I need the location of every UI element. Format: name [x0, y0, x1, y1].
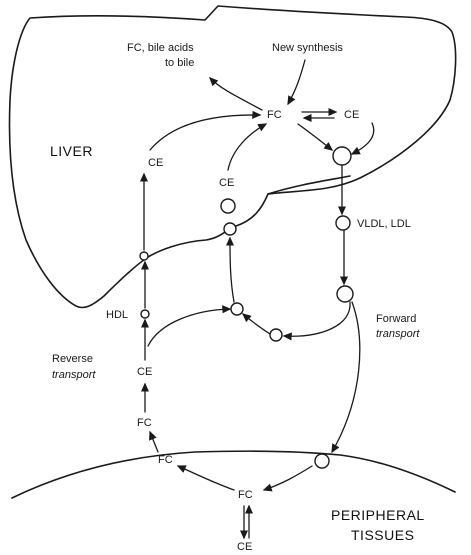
ce-reverse-label: CE [137, 366, 152, 378]
liver-uptake-bottom-circle [224, 223, 236, 235]
tissues-label: TISSUES [351, 527, 414, 543]
fc-membrane-label: FC [158, 454, 173, 466]
new-synthesis-label: New synthesis [272, 42, 343, 54]
ce-middle-label: CE [219, 177, 234, 189]
liver-uptake-top-circle [221, 199, 235, 213]
forward-return-arrow [243, 314, 270, 334]
forward-return-circle [231, 303, 243, 315]
ce-left-label: CE [148, 157, 163, 169]
ldl-to-tissue-arrow [332, 302, 360, 452]
ce-tissue-label: CE [237, 541, 252, 553]
reverse-label: Reverse [52, 353, 93, 365]
hdl-liver-entry-circle [140, 252, 148, 260]
reverse-to-forward-arrow [148, 309, 230, 346]
ldl-forward-circle [337, 286, 353, 302]
forward-small-circle [270, 329, 282, 341]
reverse-transport-label: transport [52, 369, 96, 381]
peripheral-tissue-boundary [12, 451, 455, 498]
forward-transport-label: transport [376, 328, 420, 340]
forward-label: Forward [376, 313, 416, 325]
hdl-label: HDL [106, 309, 128, 321]
hdl-circle [141, 310, 149, 318]
fc-bile-label: FC, bile acids [127, 42, 194, 54]
fc-to-bile-arrow [210, 78, 262, 110]
new-synthesis-arrow [288, 60, 305, 104]
ce-left-to-fc-arrow [150, 115, 260, 150]
ce-middle-to-fc-arrow [228, 124, 266, 170]
liver-label: LIVER [50, 143, 93, 159]
fc-tissue-label: FC [238, 489, 253, 501]
tissue-fc-to-membrane-arrow [178, 466, 234, 490]
vldl-ldl-circle [336, 216, 350, 230]
to-bile-label: to bile [165, 57, 194, 69]
tissue-uptake-circle [315, 454, 329, 468]
forward-transport-arrow [284, 302, 350, 336]
vldl-ldl-label: VLDL, LDL [357, 218, 411, 230]
membrane-fc-to-reverse-arrow [150, 432, 158, 452]
fc-liver-label: FC [267, 109, 282, 121]
fc-reverse-label: FC [137, 417, 152, 429]
tissue-uptake-to-fc-arrow [264, 466, 312, 490]
fc-to-particle-arrow [298, 124, 332, 150]
ce-to-particle-arrow [352, 123, 374, 154]
peripheral-label: PERIPHERAL [331, 507, 425, 523]
ce-liver-label: CE [344, 109, 359, 121]
liver-lipoprotein-circle [333, 147, 351, 165]
liver-uptake-arrow [230, 238, 234, 302]
